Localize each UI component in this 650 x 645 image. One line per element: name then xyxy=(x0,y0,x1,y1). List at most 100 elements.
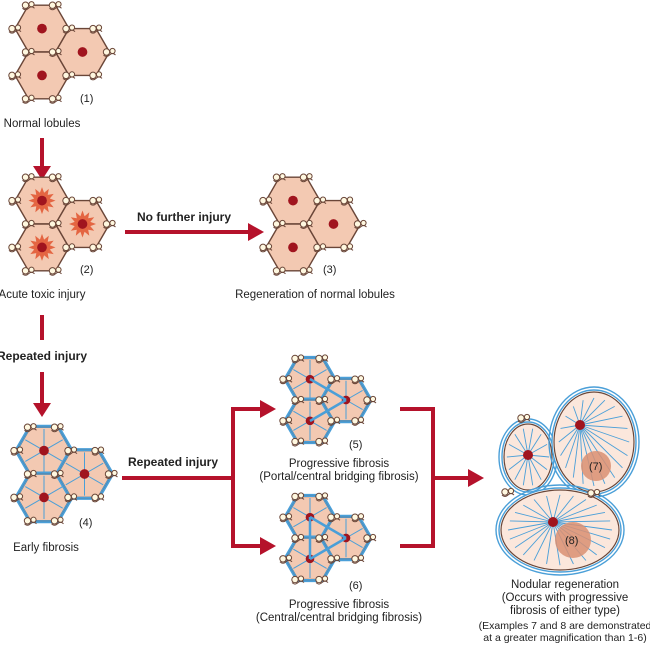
portal-tract xyxy=(50,516,64,526)
regenerative-nodule xyxy=(498,418,558,496)
portal-tract xyxy=(23,423,37,433)
hepatic-lobule xyxy=(54,199,111,249)
portal-tract xyxy=(91,446,105,456)
portal-tract xyxy=(315,437,329,447)
acute-injury-lobules-cluster xyxy=(8,173,116,276)
portal-tract xyxy=(21,266,35,276)
hepatic-lobule xyxy=(55,448,114,500)
portal-tract xyxy=(89,24,103,34)
stage-number-3: (3) xyxy=(323,264,337,276)
portal-tract xyxy=(517,413,531,423)
portal-tract xyxy=(327,375,341,385)
central-central-line1: Progressive fibrosis xyxy=(288,599,390,611)
arrow-fibrosis-to-nodular xyxy=(400,407,484,548)
early-fibrosis-label: Early fibrosis xyxy=(13,542,79,554)
portal-tract xyxy=(279,513,293,523)
portal-tract xyxy=(315,533,329,543)
portal-tract xyxy=(501,487,515,497)
bridging-septum xyxy=(309,536,347,561)
portal-tract xyxy=(327,513,341,523)
portal-tract xyxy=(48,173,62,183)
portal-tract xyxy=(64,446,78,456)
nodular-regeneration-cluster xyxy=(495,386,640,576)
portal-tract xyxy=(21,219,35,229)
portal-tract xyxy=(315,354,329,364)
normal-lobules-cluster xyxy=(8,1,116,104)
central-vein xyxy=(288,242,298,253)
portal-tract xyxy=(64,493,78,503)
nodular-line1: Nodular regeneration xyxy=(510,579,620,591)
portal-tract xyxy=(104,469,118,479)
arrow-repeated-injury-branch xyxy=(122,400,276,555)
nodular-note2: at a greater magnification than 1-6) xyxy=(483,632,647,644)
central-vein xyxy=(37,23,47,34)
portal-tract xyxy=(313,196,327,206)
stage-number-5: (5) xyxy=(349,439,363,451)
portal-tract xyxy=(50,423,64,433)
portal-tract xyxy=(587,488,601,498)
portal-tract xyxy=(89,243,103,253)
nodular-note1: (Examples 7 and 8 are demonstrated xyxy=(478,620,650,632)
portal-tract xyxy=(50,469,64,479)
portal-tract xyxy=(279,554,293,564)
portal-tract xyxy=(351,416,365,426)
central-vein xyxy=(37,242,47,253)
portal-tract xyxy=(259,243,273,253)
acute-toxic-injury-label: Acute toxic injury xyxy=(0,289,86,301)
bridging-septum xyxy=(309,515,347,540)
portal-tract xyxy=(10,493,24,503)
portal-tract xyxy=(272,219,286,229)
nodular-line2: (Occurs with progressive xyxy=(501,592,629,604)
early-fibrosis-lobules-cluster xyxy=(10,423,118,526)
central-vein xyxy=(548,517,558,527)
normal-lobules-label: Normal lobules xyxy=(3,118,81,130)
central-vein xyxy=(39,492,49,503)
portal-tract xyxy=(291,354,305,364)
portal-tract xyxy=(291,575,305,585)
portal-tract xyxy=(351,513,365,523)
portal-tract xyxy=(315,395,329,405)
portal-tract xyxy=(363,395,377,405)
central-vein xyxy=(77,219,88,229)
central-vein xyxy=(328,219,339,229)
central-vein xyxy=(79,469,90,479)
portal-tract xyxy=(8,243,22,253)
portal-tract xyxy=(327,416,341,426)
central-vein xyxy=(523,450,533,460)
portal-tract xyxy=(279,375,293,385)
portal-tract xyxy=(291,395,305,405)
portal-tract xyxy=(313,243,327,253)
portal-tract xyxy=(89,71,103,81)
regenerated-lobules-cluster xyxy=(259,173,367,276)
portal-tract xyxy=(315,492,329,502)
central-vein xyxy=(37,70,47,81)
nodule-highlight-7 xyxy=(581,451,611,481)
portal-tract xyxy=(272,266,286,276)
portal-tract xyxy=(299,266,313,276)
central-central-fibrosis-cluster xyxy=(279,492,377,585)
arrow-repeated-injury-down xyxy=(33,315,51,417)
portal-tract xyxy=(21,1,35,11)
portal-tract xyxy=(102,219,116,229)
portal-tract xyxy=(351,375,365,385)
stage-number-6: (6) xyxy=(349,580,363,592)
portal-tract xyxy=(8,24,22,34)
portal-tract xyxy=(48,1,62,11)
portal-tract xyxy=(23,516,37,526)
portal-central-fibrosis-cluster xyxy=(279,354,377,447)
central-central-line2: (Central/central bridging fibrosis) xyxy=(255,612,423,624)
portal-tract xyxy=(62,196,76,206)
portal-tract xyxy=(327,554,341,564)
stage-number-2: (2) xyxy=(80,264,94,276)
portal-tract xyxy=(8,196,22,206)
portal-tract xyxy=(89,196,103,206)
portal-tract xyxy=(21,47,35,57)
portal-tract xyxy=(48,266,62,276)
portal-central-line2: (Portal/central bridging fibrosis) xyxy=(259,471,419,483)
portal-tract xyxy=(23,469,37,479)
portal-tract xyxy=(315,575,329,585)
repeated-injury-label-2: Repeated injury xyxy=(128,455,219,469)
portal-tract xyxy=(48,47,62,57)
portal-tract xyxy=(10,446,24,456)
arrow-no-further-injury xyxy=(125,223,264,241)
